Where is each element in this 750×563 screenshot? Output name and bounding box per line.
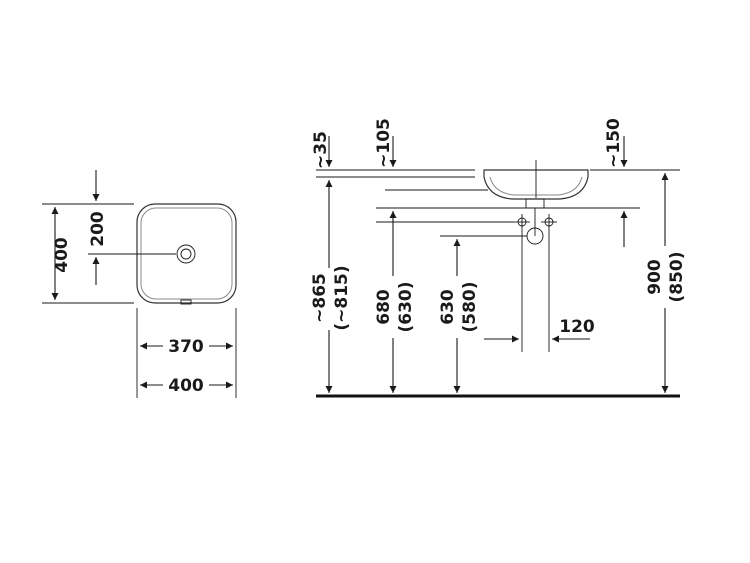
dim-height-total-alt: (~815) [332, 265, 352, 330]
dim-inner-width: 370 [168, 337, 204, 357]
dim-height-rim: 900 [645, 259, 665, 295]
dim-drain-offset: 200 [88, 211, 108, 247]
dim-depth-total: 400 [52, 237, 72, 273]
dim-height-supply-alt: (580) [460, 281, 480, 332]
supply-valve-right [541, 214, 557, 230]
top-view: 400 200 370 400 [42, 170, 237, 398]
dim-height-siphon-alt: (630) [396, 281, 416, 332]
drain-inner [180, 248, 192, 260]
siphon-body [525, 198, 545, 209]
dim-rim-offset: ~35 [311, 131, 331, 169]
basin-inner-outline [140, 207, 233, 300]
dim-height-rim-alt: (850) [667, 251, 687, 302]
drain-outer [176, 244, 196, 264]
dim-height-total: ~865 [310, 273, 330, 323]
overflow-marker [180, 299, 192, 305]
basin-outer-outline [136, 203, 237, 304]
dim-height-siphon: 680 [374, 289, 394, 325]
dim-supply-spacing: 120 [559, 317, 595, 337]
dim-front-offset: ~105 [374, 118, 394, 168]
dim-outer-width: 400 [168, 376, 204, 396]
dim-rear-offset: ~150 [604, 118, 624, 168]
side-view: ~35 ~105 ~150 ~865 (~815) 680 (630) 630 … [303, 118, 689, 398]
supply-valve-left [514, 214, 530, 230]
dim-height-supply: 630 [438, 289, 458, 325]
